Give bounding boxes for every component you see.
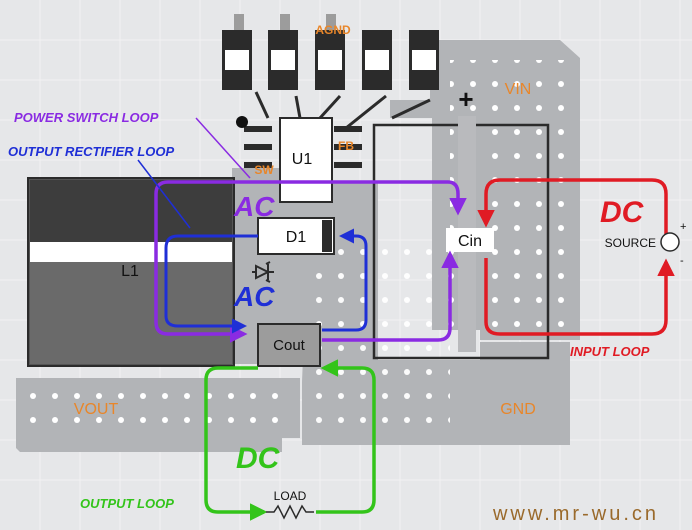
ac-lower-label: AC [233,281,275,312]
pin1-marker-dot [236,116,248,128]
ac-upper-label: AC [233,191,275,222]
top-resistor-4 [362,30,392,90]
fb-label: FB [338,139,354,153]
source-minus-sign: - [680,255,684,267]
top-resistor-2 [268,30,298,90]
top-resistor-5 [409,30,439,90]
vout-label: VOUT [74,401,119,418]
cin-label: Cin [458,233,482,250]
top-resistor-1 [222,30,252,90]
power-switch-loop-path [250,180,467,216]
diode-symbol-icon [252,261,274,283]
dc-output-label: DC [236,442,281,475]
output-rectifier-leader [137,159,191,229]
input-loop-path [477,178,668,236]
u1-ic [244,117,362,203]
dc-input-label: DC [600,196,645,229]
source-plus-sign: + [680,221,686,233]
power-switch-loop-return [154,180,250,343]
vout-vias [20,380,290,440]
source-label: SOURCE [605,236,656,250]
output-loop-path [204,366,268,521]
agnd-label: AGND [315,23,351,37]
l1-inductor [27,177,235,367]
cin-plus-sign: + [458,84,473,114]
power-switch-loop-label: POWER SWITCH LOOP [14,110,159,125]
output-rectifier-loop-up [322,228,368,332]
output-loop-return [316,359,376,514]
output-rectifier-loop-path [164,234,258,334]
load-resistor-icon [266,504,314,520]
power-switch-leader [195,117,251,179]
sw-label: SW [254,163,274,177]
l1-label: L1 [121,263,139,280]
power-switch-loop-gnd [322,250,459,342]
sw-node-trace [232,168,292,182]
output-rectifier-loop-label: OUTPUT RECTIFIER LOOP [8,144,174,159]
top-component-row [222,14,439,130]
input-loop-label: INPUT LOOP [570,344,650,359]
source-icon [660,232,680,252]
watermark: www.mr-wu.cn [492,503,659,525]
input-loop-return [484,258,675,336]
cout-label: Cout [273,337,306,354]
gnd-label: GND [500,401,536,418]
u1-label: U1 [292,151,313,168]
d1-label: D1 [286,229,307,246]
output-loop-label: OUTPUT LOOP [80,496,174,511]
vin-label: VIN [505,81,532,98]
load-label: LOAD [274,489,307,503]
cin-label-bg [446,228,494,252]
cout-capacitor [257,323,321,367]
top-resistor-3 [315,30,345,90]
